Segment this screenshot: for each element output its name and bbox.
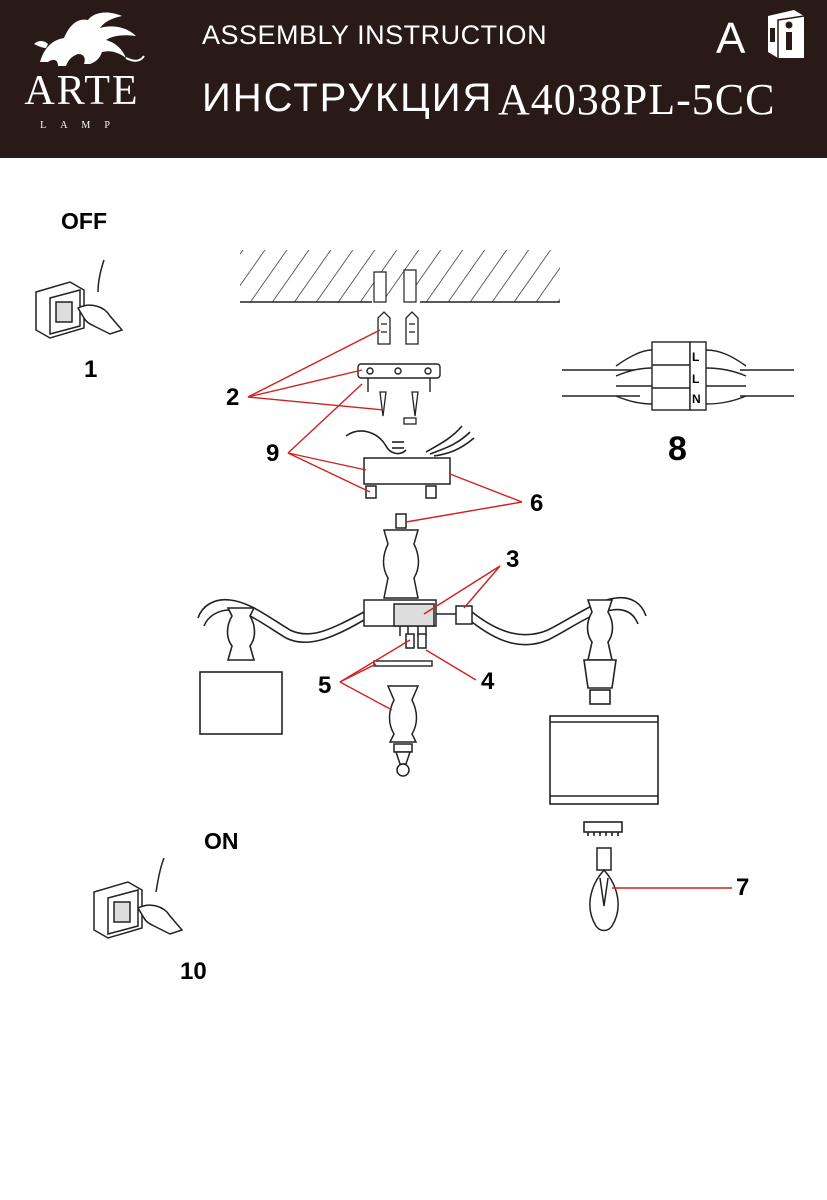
terminal-label-l1: L [692, 372, 700, 386]
right-arm-icon [471, 596, 659, 836]
mounting-bracket-icon [357, 363, 441, 392]
ceiling-hatching [240, 250, 560, 303]
on-label: ON [204, 828, 239, 854]
callout-lines [247, 329, 732, 889]
header-banner: ARTE LAMP ASSEMBLY INSTRUCTION ИНСТРУКЦИ… [0, 0, 827, 158]
callout-7: 7 [736, 874, 750, 901]
canopy-icon [363, 457, 451, 499]
callout-2: 2 [226, 384, 240, 411]
switch-off-icon [35, 259, 124, 339]
callout-3: 3 [506, 546, 520, 573]
lion-griffin-logo-icon [34, 12, 145, 66]
bulb-icon [589, 847, 619, 932]
terminal-label-n: N [692, 392, 701, 406]
switch-on-icon [93, 857, 184, 939]
callout-6: 6 [530, 490, 544, 517]
screws-icon [379, 391, 419, 425]
cover-plate-icon [373, 660, 433, 667]
brand-logo-text: ARTE [24, 68, 140, 114]
off-label: OFF [61, 208, 107, 234]
left-arm-icon [197, 598, 365, 735]
center-column-icon [363, 513, 473, 649]
bottom-finial-icon [386, 685, 420, 777]
step-1-label: 1 [84, 356, 98, 383]
step-10-label: 10 [180, 958, 207, 985]
brand-sub-text: LAMP [40, 120, 124, 131]
title-russian: ИНСТРУКЦИЯ [202, 76, 494, 120]
model-number: A4038PL-5CC [498, 75, 776, 124]
terminal-block-icon [562, 341, 794, 411]
callout-8: 8 [668, 430, 687, 468]
manual-letter: A [716, 14, 746, 63]
callout-4: 4 [481, 668, 495, 695]
callout-5: 5 [318, 672, 332, 699]
terminal-label-l2: L [692, 350, 700, 364]
wall-plugs-icon [377, 311, 419, 345]
supply-wires-icon [345, 425, 475, 457]
title-english: ASSEMBLY INSTRUCTION [202, 20, 548, 50]
callout-9: 9 [266, 440, 280, 467]
info-book-icon [768, 10, 805, 58]
